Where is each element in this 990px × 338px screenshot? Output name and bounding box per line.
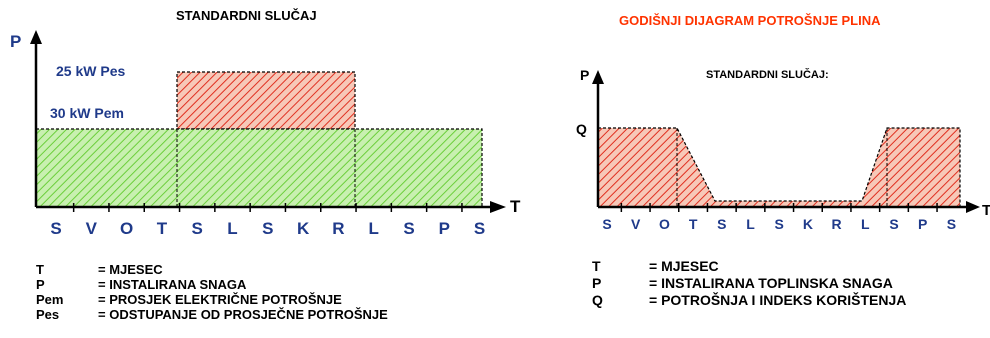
legend-description: = INSTALIRANA SNAGA <box>98 277 247 292</box>
month-label: L <box>746 216 755 232</box>
x-axis-label: T <box>510 197 521 216</box>
pes-area <box>176 71 356 130</box>
gas-consumption-diagram: P T Q STANDARDNI SLUČAJ: S V O T S L S K R L S P S <box>576 67 990 232</box>
legend-symbol: T <box>592 258 601 274</box>
legend-symbol: Q <box>592 292 603 308</box>
y-axis-arrow <box>30 30 42 44</box>
month-label: S <box>262 219 273 238</box>
month-label: L <box>369 219 379 238</box>
month-label: T <box>157 219 168 238</box>
electric-power-diagram: P T 25 kW Pes 30 kW Pem S V O T S L S K R L S P S <box>10 30 521 238</box>
gas-consumption-area <box>597 127 961 208</box>
x-axis-ticks <box>72 203 463 212</box>
gas-subtitle: STANDARDNI SLUČAJ: <box>706 68 829 81</box>
x-axis-arrow <box>966 201 980 213</box>
month-label: L <box>861 216 870 232</box>
electric-diagram-panel: STANDARDNI SLUČAJ P T 25 kW Pes 30 kW P <box>10 8 521 322</box>
legend-row: T = MJESEC <box>36 262 388 277</box>
legend-row: Pes = ODSTUPANJE OD PROSJEČNE POTROŠNJE <box>36 307 388 322</box>
x-axis-arrow <box>490 201 506 213</box>
legend-description: = MJESEC <box>649 258 719 274</box>
month-label: S <box>947 216 956 232</box>
legend-description: = ODSTUPANJE OD PROSJEČNE POTROŠNJE <box>98 307 388 322</box>
month-label: K <box>297 219 310 238</box>
legend-row: P = INSTALIRANA SNAGA <box>36 277 388 292</box>
month-label: S <box>403 219 414 238</box>
left-diagram-title: STANDARDNI SLUČAJ <box>176 8 317 23</box>
right-legend: T = MJESEC P = INSTALIRANA TOPLINSKA SNAGA… <box>592 258 906 309</box>
left-legend: T = MJESEC P = INSTALIRANA SNAGA Pem = PROS… <box>36 262 388 322</box>
month-label: V <box>631 216 641 232</box>
month-label: S <box>50 219 61 238</box>
legend-row: Pem = PROSJEK ELEKTRIČNE POTROŠNJE <box>36 292 388 307</box>
pes-value-label: 25 kW Pes <box>56 63 125 79</box>
legend-row: T = MJESEC <box>592 258 906 275</box>
legend-symbol: P <box>36 277 45 292</box>
month-label: O <box>659 216 670 232</box>
x-axis-ticks <box>620 203 938 212</box>
right-diagram-title: GODIŠNJI DIJAGRAM POTROŠNJE PLINA <box>619 13 881 28</box>
legend-description: = INSTALIRANA TOPLINSKA SNAGA <box>649 275 893 291</box>
month-label: S <box>889 216 898 232</box>
legend-description: = POTROŠNJA I INDEKS KORIŠTENJA <box>649 292 907 308</box>
month-label: K <box>803 216 813 232</box>
y-axis-label: P <box>580 67 589 83</box>
pem-area <box>35 128 483 208</box>
q-level-label: Q <box>576 121 587 137</box>
legend-symbol: Pes <box>36 307 60 322</box>
y-axis-label: P <box>10 32 21 51</box>
legend-symbol: P <box>592 275 602 291</box>
month-label: R <box>832 216 842 232</box>
x-axis-label: T <box>982 202 990 219</box>
month-label: S <box>192 219 203 238</box>
legend-description: = MJESEC <box>98 262 163 277</box>
legend-description: = PROSJEK ELEKTRIČNE POTROŠNJE <box>98 292 342 307</box>
month-label: S <box>474 219 485 238</box>
month-label: S <box>775 216 784 232</box>
gas-diagram-panel: GODIŠNJI DIJAGRAM POTROŠNJE PLINA P T Q … <box>560 0 990 338</box>
month-label: V <box>86 219 98 238</box>
legend-symbol: Pem <box>36 292 64 307</box>
month-label: S <box>602 216 611 232</box>
y-axis-arrow <box>592 70 604 84</box>
legend-symbol: T <box>36 262 44 277</box>
month-label: L <box>227 219 237 238</box>
month-label: R <box>332 219 344 238</box>
month-label: T <box>689 216 698 232</box>
month-label: S <box>717 216 726 232</box>
month-label: P <box>918 216 927 232</box>
month-label: P <box>439 219 450 238</box>
legend-row: P = INSTALIRANA TOPLINSKA SNAGA <box>592 275 906 292</box>
legend-row: Q = POTROŠNJA I INDEKS KORIŠTENJA <box>592 292 906 309</box>
pem-value-label: 30 kW Pem <box>50 105 124 121</box>
month-label: O <box>120 219 133 238</box>
